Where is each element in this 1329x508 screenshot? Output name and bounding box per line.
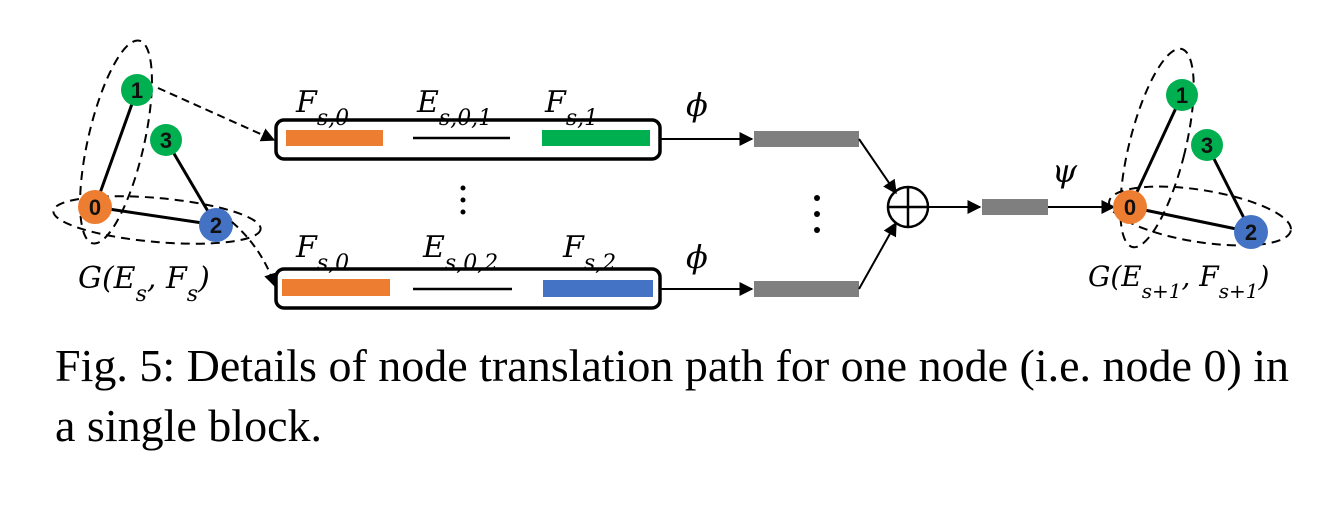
node-right-0: [1113, 190, 1147, 224]
path2-output-vector: [754, 281, 859, 297]
node-0: [78, 190, 112, 224]
phi-label-2: ϕ: [686, 238, 708, 276]
neighborhood-ellipse-right-0-2: [1108, 185, 1292, 247]
figure-caption: Fig. 5: Details of node translation path…: [55, 340, 1290, 451]
node-right-2-label: 2: [1245, 220, 1257, 245]
edge-0-1: [93, 89, 139, 208]
node-0-label: 0: [89, 195, 101, 220]
node-right-0-label: 0: [1124, 195, 1136, 220]
path2-feature-dst-bar: [543, 280, 653, 297]
aggregated-vector: [982, 199, 1048, 215]
translation-path-1: Fs,0 Es,0,1 Fs,1 ϕ: [274, 85, 859, 161]
path1-f-src: Fs,0: [295, 85, 349, 131]
neighborhood-ellipse-0-1: [79, 39, 153, 245]
edge-0-2: [94, 205, 217, 227]
path1-f-dst: Fs,1: [544, 85, 598, 131]
right-graph: 1 3 0 2 G(Es+1, Fs+1): [1088, 47, 1292, 303]
node-2-label: 2: [210, 213, 222, 238]
node-1-label: 1: [131, 78, 143, 103]
vertical-ellipsis-outputs: [814, 195, 820, 233]
node-3: [150, 124, 182, 156]
psi-label: ψ: [1052, 152, 1078, 190]
graph-label-right: G(Es+1, Fs+1): [1088, 260, 1269, 303]
node-right-1-label: 1: [1176, 83, 1188, 108]
path1-feature-src-bar: [286, 130, 383, 146]
sum-operator-icon: [886, 185, 930, 229]
path1-edge: Es,0,1: [416, 85, 492, 131]
vertical-ellipsis-paths: [460, 185, 466, 215]
phi-label-1: ϕ: [686, 86, 708, 124]
neighborhood-ellipse-0-2: [52, 195, 262, 245]
node-right-3-label: 3: [1201, 133, 1213, 158]
node-right-2: [1234, 215, 1268, 249]
node-right-1: [1166, 79, 1198, 111]
node-right-3: [1191, 129, 1223, 161]
left-graph: 1 3 0 2 G(Es, Fs): [52, 39, 262, 307]
edge-right-0-2: [1129, 205, 1252, 234]
node-1: [121, 74, 153, 106]
path1-feature-dst-bar: [542, 130, 650, 146]
graph-label-left: G(Es, Fs): [78, 261, 210, 307]
node-3-label: 3: [160, 128, 172, 153]
to-sum-arrow-bottom: [858, 221, 897, 290]
path1-output-vector: [754, 131, 859, 147]
node-2: [199, 208, 233, 242]
translation-path-2: Fs,0 Es,0,2 Fs,2 ϕ: [274, 230, 859, 310]
path2-feature-src-bar: [282, 279, 390, 296]
dashed-arrow-bottom: [231, 221, 278, 288]
edge-right-0-1: [1128, 94, 1184, 208]
neighborhood-ellipse-right-0-1: [1119, 47, 1195, 249]
dashed-arrow-top: [157, 87, 276, 142]
to-sum-arrow-top: [858, 138, 897, 195]
